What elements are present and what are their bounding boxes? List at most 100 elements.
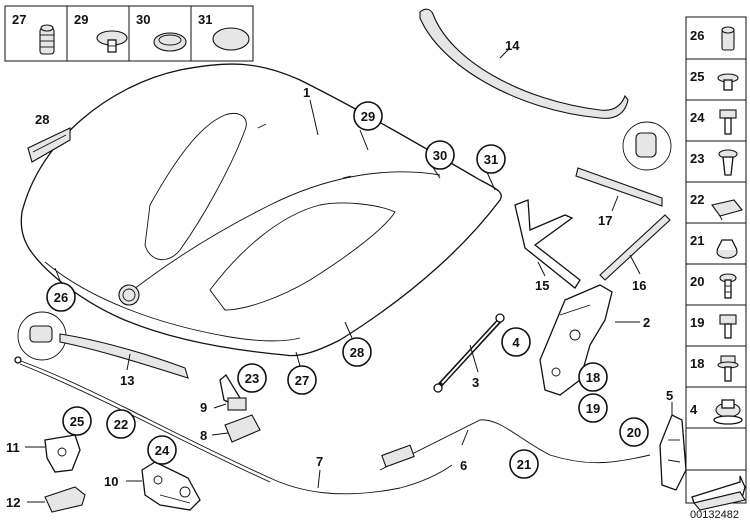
strip-label-31: 31: [198, 12, 212, 27]
callout-4: 4: [501, 327, 531, 357]
label-6: 6: [460, 458, 467, 473]
nut-clip-icon: [716, 239, 738, 259]
callout-18: 18: [578, 362, 608, 392]
col-label-25: 25: [690, 69, 704, 84]
svg-text:27: 27: [295, 373, 309, 388]
emblem-icon: [118, 284, 140, 306]
hex-bolt-icon: [719, 314, 737, 339]
clip-plate-icon: [711, 199, 743, 221]
svg-text:28: 28: [350, 345, 364, 360]
bump-stop-icon: [39, 24, 55, 55]
callout-25: 25: [62, 406, 92, 436]
svg-text:20: 20: [627, 425, 641, 440]
svg-text:19: 19: [586, 401, 600, 416]
label-11: 11: [6, 440, 20, 455]
callout-31: 31: [476, 144, 506, 174]
col-label-21: 21: [690, 233, 704, 248]
col-label-20: 20: [690, 274, 704, 289]
label-28-plain: 28: [35, 112, 49, 127]
col-label-22: 22: [690, 192, 704, 207]
callout-27: 27: [287, 365, 317, 395]
expanding-rivet-icon: [718, 149, 738, 176]
top-parts-strip: 27 29 30 31: [4, 5, 254, 62]
callout-20: 20: [619, 417, 649, 447]
bracket-11: [44, 434, 81, 473]
col-label-23: 23: [690, 151, 704, 166]
right-parts-column: 26 25 24 23 22 21 20 19 18 4: [685, 16, 747, 511]
gas-strut-3: [433, 313, 505, 393]
label-16: 16: [632, 278, 646, 293]
col-label-24: 24: [690, 110, 705, 125]
callout-23: 23: [237, 363, 267, 393]
svg-text:18: 18: [586, 370, 600, 385]
strip-label-27: 27: [12, 12, 26, 27]
seal-rod-13: [59, 333, 189, 379]
label-14: 14: [505, 38, 520, 53]
svg-text:4: 4: [512, 335, 520, 350]
buffer-icon: [713, 399, 743, 425]
bolt-icon: [719, 273, 737, 299]
detail-circle-right: [622, 121, 672, 171]
cable-7: [17, 359, 453, 495]
callout-19: 19: [578, 393, 608, 423]
seal-rod-17: [575, 167, 663, 207]
svg-text:31: 31: [484, 152, 498, 167]
svg-text:21: 21: [517, 457, 531, 472]
label-8: 8: [200, 428, 207, 443]
label-7: 7: [316, 454, 323, 469]
bracket-8: [224, 414, 261, 443]
striker-9: [219, 374, 247, 411]
plug-icon: [153, 32, 187, 52]
connector-6: [381, 444, 415, 468]
callout-21: 21: [509, 449, 539, 479]
bracket-12: [44, 486, 86, 513]
strip-label-30: 30: [136, 12, 150, 27]
flange-bolt-icon: [717, 355, 739, 382]
label-15: 15: [535, 278, 549, 293]
callout-28: 28: [342, 337, 372, 367]
view-arrow-icon: [691, 475, 746, 511]
cable-6: [379, 419, 651, 471]
label-3: 3: [472, 375, 479, 390]
bracket-15: [514, 199, 581, 289]
seal-strip-14: [419, 8, 629, 119]
label-9: 9: [200, 400, 207, 415]
rod-16: [599, 214, 671, 281]
callout-30: 30: [425, 140, 455, 170]
callout-26: 26: [46, 282, 76, 312]
label-1: 1: [303, 85, 310, 100]
callout-29: 29: [353, 101, 383, 131]
latch-5: [659, 414, 687, 491]
col-label-4: 4: [690, 402, 698, 417]
svg-text:29: 29: [361, 109, 375, 124]
label-12: 12: [6, 495, 20, 510]
svg-text:22: 22: [114, 417, 128, 432]
label-17: 17: [598, 213, 612, 228]
reference-id: 00132482: [690, 509, 739, 521]
label-13: 13: [120, 373, 134, 388]
col-label-19: 19: [690, 315, 704, 330]
svg-text:25: 25: [70, 414, 84, 429]
col-label-26: 26: [690, 28, 704, 43]
strip-label-29: 29: [74, 12, 88, 27]
bonnet-panel: [20, 63, 502, 357]
seal-block-28: [27, 127, 71, 163]
label-2: 2: [643, 315, 650, 330]
hinge-2: [539, 284, 613, 396]
svg-text:23: 23: [245, 371, 259, 386]
screw-icon: [719, 109, 737, 135]
callout-24: 24: [147, 435, 177, 465]
label-5: 5: [666, 388, 673, 403]
svg-text:26: 26: [54, 290, 68, 305]
flat-plug-icon: [212, 27, 250, 51]
rubber-bumper-icon: [721, 26, 735, 51]
label-10: 10: [104, 474, 118, 489]
svg-text:24: 24: [155, 443, 170, 458]
detail-circle-left: [17, 311, 67, 361]
col-label-18: 18: [690, 356, 704, 371]
svg-text:30: 30: [433, 148, 447, 163]
lock-10: [141, 461, 201, 511]
callout-22: 22: [106, 409, 136, 439]
clip-icon: [717, 73, 739, 91]
